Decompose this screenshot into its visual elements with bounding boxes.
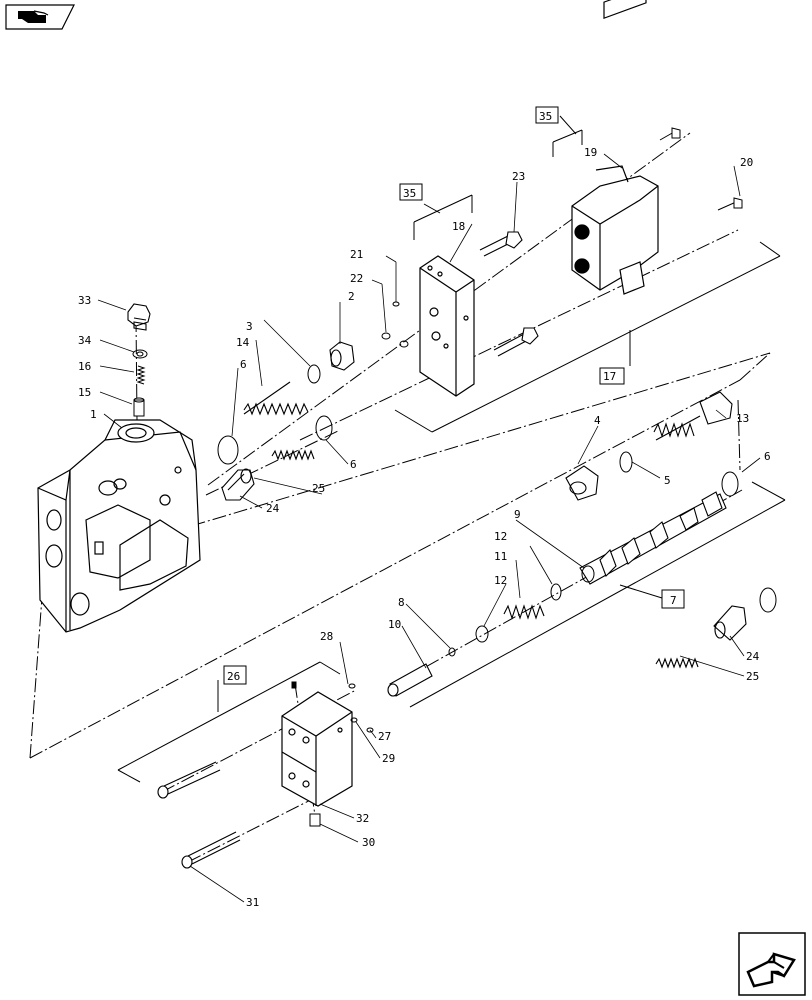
bolt-26 bbox=[157, 761, 221, 799]
callout-30: 30 bbox=[362, 836, 375, 849]
screw-23-upper bbox=[479, 231, 523, 257]
spring-25-top bbox=[271, 449, 315, 461]
callout-34: 34 bbox=[78, 334, 92, 347]
callout-29: 29 bbox=[382, 752, 395, 765]
bolt-31 bbox=[181, 831, 241, 869]
callout-22: 22 bbox=[350, 272, 363, 285]
washer-34 bbox=[132, 349, 148, 359]
pin-top-cover bbox=[291, 681, 297, 689]
group-bracket-35-large bbox=[552, 115, 583, 157]
callout-26: 26 bbox=[227, 670, 240, 683]
next-page-button[interactable] bbox=[738, 932, 806, 996]
valve-body bbox=[37, 419, 201, 633]
callout-6a: 6 bbox=[240, 358, 247, 371]
callout-35b: 35 bbox=[403, 187, 416, 200]
screw-23-lower bbox=[493, 327, 539, 357]
callout-3: 3 bbox=[246, 320, 253, 333]
callout-5: 5 bbox=[664, 474, 671, 487]
oring-6-mid bbox=[315, 415, 333, 441]
callout-24b: 24 bbox=[746, 650, 760, 663]
spool-7 bbox=[579, 491, 727, 585]
oring-right-end bbox=[759, 587, 777, 613]
callout-11: 11 bbox=[494, 550, 507, 563]
callout-labels: 1 2 3 4 5 6 6 6 7 8 9 10 11 12 12 13 14 … bbox=[78, 110, 771, 909]
block-18 bbox=[419, 255, 475, 397]
callout-12a: 12 bbox=[494, 530, 507, 543]
plug-4 bbox=[565, 465, 599, 501]
callout-19: 19 bbox=[584, 146, 597, 159]
pin-21 bbox=[392, 301, 400, 307]
callout-27: 27 bbox=[378, 730, 391, 743]
callout-17: 17 bbox=[603, 370, 616, 383]
callout-12b: 12 bbox=[494, 574, 507, 587]
callout-16: 16 bbox=[78, 360, 91, 373]
group-bracket-26 bbox=[117, 661, 341, 783]
plug-33 bbox=[127, 303, 151, 331]
pin-10 bbox=[387, 663, 433, 697]
spring-14 bbox=[243, 381, 309, 416]
plug-2 bbox=[329, 341, 355, 371]
plug-24-right bbox=[713, 605, 747, 641]
group-bracket-35-small bbox=[413, 194, 473, 240]
callout-18: 18 bbox=[452, 220, 465, 233]
callout-35a: 35 bbox=[539, 110, 552, 123]
washer-9 bbox=[581, 565, 595, 583]
previous-page-button[interactable] bbox=[4, 3, 76, 31]
callout-boxes bbox=[223, 106, 685, 685]
callout-31: 31 bbox=[246, 896, 259, 909]
callout-28: 28 bbox=[320, 630, 333, 643]
solenoid-19 bbox=[571, 0, 659, 295]
callout-2: 2 bbox=[348, 290, 355, 303]
group-bracket-7 bbox=[409, 481, 786, 708]
callout-9: 9 bbox=[514, 508, 521, 521]
pin-15 bbox=[133, 397, 145, 417]
callout-25a: 25 bbox=[312, 482, 325, 495]
callout-10: 10 bbox=[388, 618, 401, 631]
group-bracket-17 bbox=[394, 241, 781, 433]
leader-lines bbox=[97, 153, 761, 903]
callout-6b: 6 bbox=[350, 458, 357, 471]
callout-23: 23 bbox=[512, 170, 525, 183]
callout-4: 4 bbox=[594, 414, 601, 427]
spool-13 bbox=[653, 391, 733, 441]
spring-25-right bbox=[655, 657, 699, 669]
pin-28 bbox=[348, 683, 356, 689]
cover-32 bbox=[281, 691, 353, 807]
spring-16 bbox=[136, 365, 146, 385]
callout-25b: 25 bbox=[746, 670, 759, 683]
callout-8: 8 bbox=[398, 596, 405, 609]
callout-33: 33 bbox=[78, 294, 91, 307]
oring-5 bbox=[619, 451, 633, 473]
ring-8 bbox=[448, 647, 456, 657]
callout-21: 21 bbox=[350, 248, 363, 261]
plug-30 bbox=[309, 813, 321, 827]
arrow-back-icon bbox=[5, 4, 75, 30]
oring-6-left bbox=[217, 435, 239, 465]
callout-24a: 24 bbox=[266, 502, 280, 515]
callout-14: 14 bbox=[236, 336, 250, 349]
callout-32: 32 bbox=[356, 812, 369, 825]
callout-6c: 6 bbox=[764, 450, 771, 463]
screw-20 bbox=[717, 197, 743, 211]
oring-3 bbox=[307, 364, 321, 384]
callout-20: 20 bbox=[740, 156, 753, 169]
plug-24-left bbox=[221, 468, 255, 501]
ring-27-29 bbox=[350, 717, 374, 733]
spring-11 bbox=[503, 604, 545, 620]
callout-13: 13 bbox=[736, 412, 749, 425]
washer-12-a bbox=[550, 583, 562, 601]
screw-19-top bbox=[659, 127, 681, 141]
callout-7: 7 bbox=[670, 594, 677, 607]
callout-15: 15 bbox=[78, 386, 91, 399]
arrow-forward-icon bbox=[738, 932, 806, 996]
oring-6-right bbox=[721, 471, 739, 497]
washer-12-b bbox=[475, 625, 489, 643]
callout-1: 1 bbox=[90, 408, 97, 421]
oring-22 bbox=[381, 332, 409, 348]
